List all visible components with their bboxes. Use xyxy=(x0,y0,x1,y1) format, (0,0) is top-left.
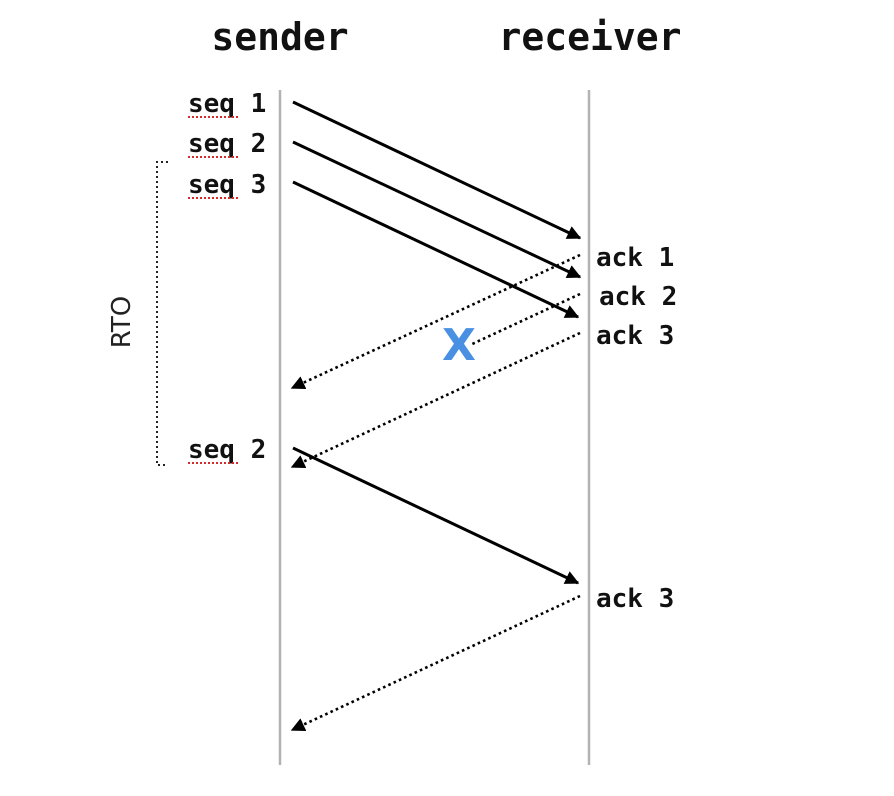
message-arrow-seq-2 xyxy=(292,140,582,279)
message-arrow-seq-1 xyxy=(292,100,582,240)
receiver-header: receiver xyxy=(498,15,681,59)
sender-label-seq-1: seq 1 xyxy=(188,89,266,119)
ack-arrow-2-lost xyxy=(469,292,581,347)
message-arrow-seq-3 xyxy=(292,180,580,319)
packet-loss-x-icon: X xyxy=(442,320,476,371)
receiver-label-ack-2: ack 2 xyxy=(599,282,677,312)
sender-label-seq-3: seq 3 xyxy=(188,170,266,200)
sender-header: sender xyxy=(211,15,348,59)
ack-arrow-3 xyxy=(290,331,581,469)
rto-label: RTO xyxy=(107,296,137,349)
ack-arrow-3-final xyxy=(290,594,581,732)
message-arrow-seq-2-retransmit xyxy=(292,446,580,585)
sender-label-seq-2: seq 2 xyxy=(188,129,266,159)
ack-arrow-1 xyxy=(290,253,581,390)
receiver-label-ack-1: ack 1 xyxy=(596,243,674,273)
receiver-label-ack-3-final: ack 3 xyxy=(596,584,674,614)
sender-label-seq-2-retransmit: seq 2 xyxy=(188,435,266,465)
receiver-label-ack-3: ack 3 xyxy=(596,321,674,351)
rto-bracket xyxy=(156,161,168,466)
